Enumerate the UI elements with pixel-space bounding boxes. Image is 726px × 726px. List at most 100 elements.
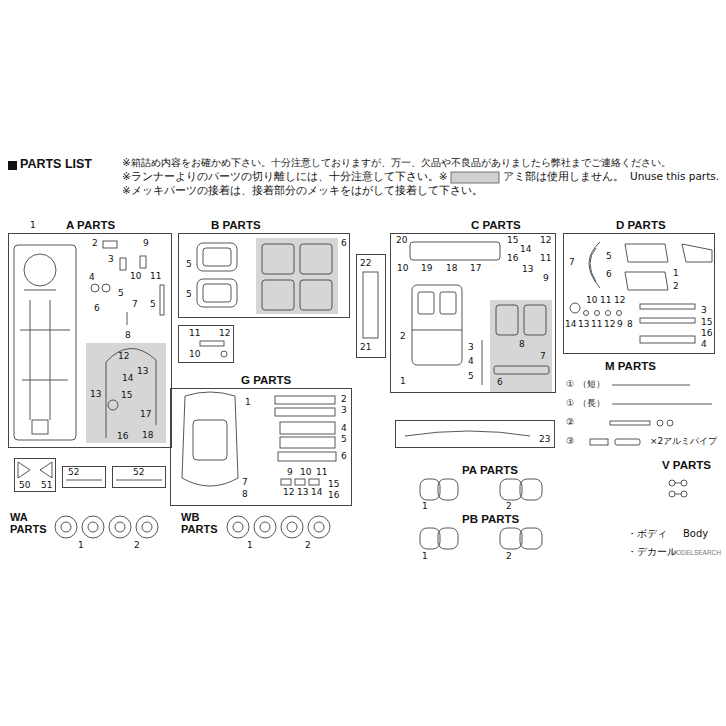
callout-number: ② [566, 418, 574, 427]
wheel [109, 516, 131, 538]
part-outline [160, 285, 164, 315]
dashboard [410, 242, 500, 260]
instruction-note: Unuse this parts. [630, 170, 719, 183]
part-outline [287, 522, 297, 532]
callout-number: 11 [150, 272, 161, 281]
interior-tub [412, 285, 462, 365]
callout-number: 9 [143, 239, 149, 248]
callout-number: 17 [470, 264, 481, 273]
callout-number: 12 [118, 352, 129, 361]
callout-number: ×2アルミパイプ [650, 437, 717, 446]
part-outline [314, 522, 324, 532]
callout-number: 19 [421, 264, 432, 273]
callout-number: 3 [468, 343, 474, 352]
instruction-note: ※メッキパーツの接着は、接着部分のメッキをはがして接着して下さい。 [122, 184, 483, 197]
wheel [254, 516, 276, 538]
header-square [8, 161, 17, 170]
callout-number: （長） [578, 399, 605, 408]
callout-number: 12 [219, 329, 230, 338]
callout-number: 16 [701, 329, 712, 338]
callout-number: 5 [468, 372, 474, 381]
callout-number: 10 [586, 296, 597, 305]
part-outline [300, 244, 332, 274]
callout-number: 11 [591, 320, 602, 329]
group-heading: WA PARTS [10, 511, 54, 535]
parts-frame: 111210 [178, 325, 234, 363]
callout-number: 52 [68, 468, 79, 477]
group-heading: G PARTS [241, 375, 291, 387]
part-outline [681, 480, 687, 486]
part-outline [221, 351, 227, 357]
part-outline [610, 421, 650, 425]
callout-number: 9 [287, 468, 293, 477]
unused-swatch [451, 172, 499, 183]
roll-cage [106, 348, 156, 438]
chassis [14, 245, 76, 440]
callout-number: 3 [341, 406, 347, 415]
part-outline [193, 420, 227, 460]
part-outline [524, 305, 546, 335]
part-outline [120, 258, 126, 270]
callout-number: 1 [673, 269, 679, 278]
instruction-note: アミ部は使用しません。 [503, 170, 624, 183]
callout-number: 2 [305, 541, 311, 550]
callout-number: 6 [341, 239, 347, 248]
part-outline [681, 491, 687, 497]
callout-number: 11 [540, 254, 551, 263]
part-outline [405, 431, 530, 436]
callout-number: ③ [566, 437, 574, 446]
part-outline [669, 491, 675, 497]
callout-number: 2 [341, 395, 347, 404]
part-outline [606, 311, 611, 316]
callout-number: 2 [134, 541, 140, 550]
callout-number: 2 [506, 552, 512, 561]
part-outline [18, 462, 52, 478]
callout-number: 5 [606, 252, 612, 261]
callout-number: 1 [30, 221, 36, 230]
wheel [55, 516, 77, 538]
group-heading: PA PARTS [462, 465, 518, 477]
parts-drawing [8, 161, 712, 549]
callout-number: 52 [133, 468, 144, 477]
part-outline [625, 244, 712, 290]
callout-number: 4 [341, 424, 347, 433]
part-outline [140, 256, 146, 268]
part-outline [675, 483, 681, 494]
part-outline [278, 452, 336, 461]
callout-number: （短） [578, 380, 605, 389]
callout-number: ① [566, 380, 574, 389]
callout-number: 16 [507, 254, 518, 263]
contents-note: ・ボディ [627, 528, 667, 540]
part-outline [440, 292, 456, 314]
watermark: MODELSEARCH [671, 550, 721, 557]
group-heading: B PARTS [211, 220, 261, 232]
unused-area [256, 238, 338, 314]
callout-number: 11 [600, 296, 611, 305]
callout-number: 15 [121, 391, 132, 400]
part-outline [281, 479, 291, 485]
part-outline [115, 522, 125, 532]
part-outline [262, 280, 294, 310]
group-heading: C PARTS [471, 220, 521, 232]
parts-frame: G PARTS [170, 388, 352, 506]
part-outline [66, 480, 162, 481]
part-outline [589, 242, 600, 288]
callout-number: 13 [297, 488, 308, 497]
part-outline [640, 318, 695, 323]
part-outline [640, 336, 695, 343]
callout-number: 1 [245, 398, 251, 407]
callout-number: 8 [519, 340, 525, 349]
callout-number: 10 [300, 468, 311, 477]
callout-number: 6 [94, 304, 100, 313]
callout-number: 13 [90, 390, 101, 399]
callout-number: 12 [614, 296, 625, 305]
part-outline [570, 303, 580, 313]
part-outline [203, 248, 231, 266]
part-outline [617, 311, 622, 316]
parts-frame: 52 [62, 466, 106, 488]
callout-number: 5 [186, 290, 192, 299]
callout-number: 20 [396, 236, 407, 245]
chassis [32, 420, 48, 434]
callout-number: 15 [507, 236, 518, 245]
